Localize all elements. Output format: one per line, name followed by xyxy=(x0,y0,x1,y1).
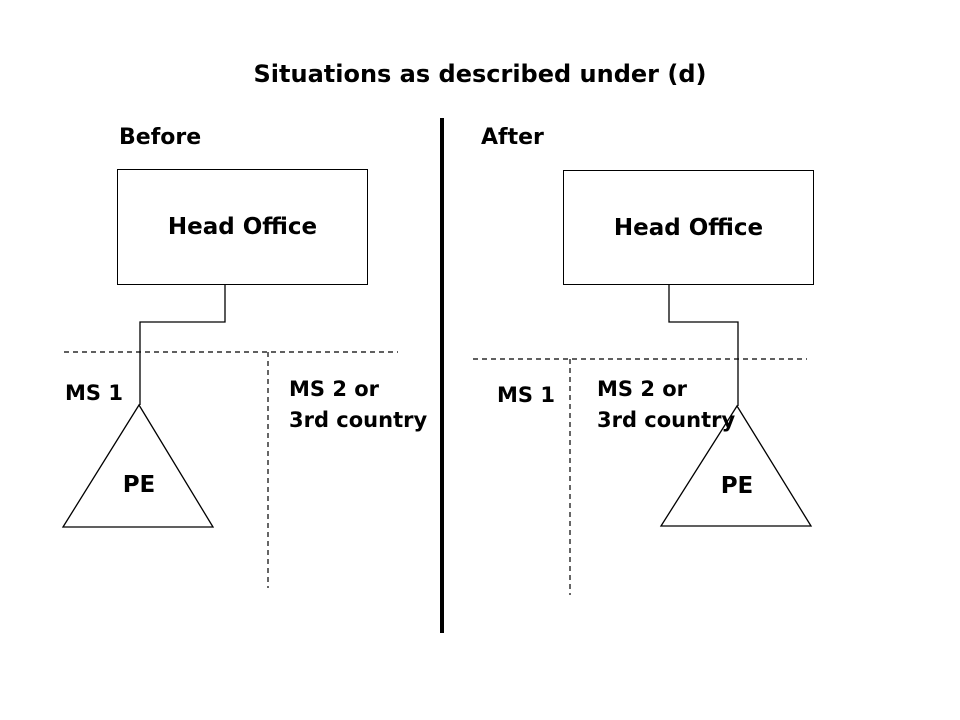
before-ms2-label-line1: MS 2 or xyxy=(289,377,380,401)
before-ms2-label-line2: 3rd country xyxy=(289,408,428,432)
after-ms2-label-line1: MS 2 or xyxy=(597,377,688,401)
after-pe-label: PE xyxy=(720,473,754,499)
before-connector-line xyxy=(139,284,226,405)
before-panel-label: Before xyxy=(119,125,202,150)
after-head-office-label: Head Office xyxy=(613,214,764,241)
after-panel-label: After xyxy=(481,125,544,150)
after-ms1-label: MS 1 xyxy=(497,383,555,407)
after-connector-line xyxy=(668,283,739,406)
diagram-title: Situations as described under (d) xyxy=(253,60,707,88)
before-pe-triangle xyxy=(61,403,215,528)
after-pe-triangle xyxy=(659,404,813,527)
after-head-office-box: Head Office xyxy=(563,170,814,285)
before-head-office-box: Head Office xyxy=(117,169,368,285)
before-head-office-label: Head Office xyxy=(167,214,318,240)
before-ms2-label: MS 2 or 3rd country xyxy=(289,374,427,436)
before-ms1-label: MS 1 xyxy=(65,381,123,405)
after-ms2-label: MS 2 or 3rd country xyxy=(597,374,735,436)
after-ms2-label-line2: 3rd country xyxy=(597,408,736,432)
before-pe-label: PE xyxy=(122,472,156,498)
